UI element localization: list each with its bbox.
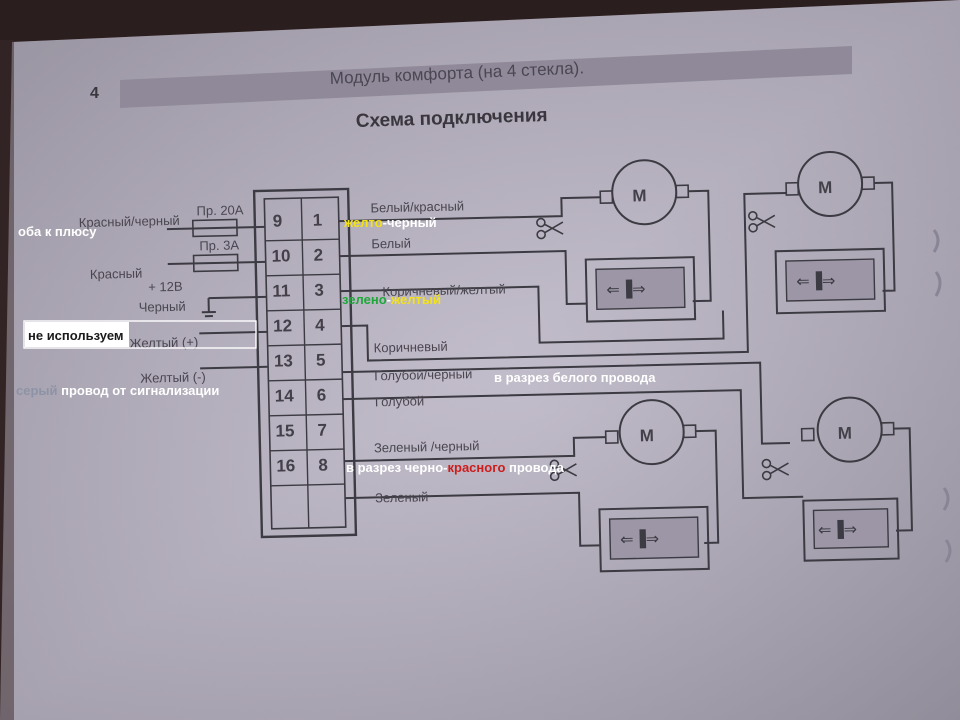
- note-both-plus: оба к плюсу: [18, 224, 97, 239]
- note-cut-suffix: провода: [505, 460, 564, 475]
- connector-rows: [265, 197, 345, 528]
- paper-left-edge: [0, 40, 14, 720]
- motor-rear-left-letter: M: [640, 426, 655, 445]
- wire-label-white-red: Белый/красный: [370, 198, 464, 215]
- pin-13: 13: [274, 351, 293, 370]
- scissors-icon: [747, 210, 776, 233]
- wire-label-white: Белый: [371, 236, 411, 252]
- note-grey-word: серый: [16, 383, 58, 398]
- header-band: [120, 46, 852, 108]
- pin-3: 3: [314, 281, 324, 300]
- wire-label-brown-yellow: Коричневый/желтый: [382, 281, 506, 299]
- note-yellow-word: желто: [343, 215, 383, 230]
- arrows-icon: ⇐▐⇒: [620, 528, 660, 549]
- motor-front-right-letter: M: [818, 178, 833, 197]
- pin-12: 12: [273, 316, 292, 335]
- wire-label-blue-black: Голубой/черный: [374, 366, 472, 383]
- page-number: 4: [90, 85, 99, 102]
- note-black-word: -черный: [383, 215, 437, 230]
- pin-8: 8: [318, 455, 328, 474]
- note-alarm-wire: серый провод от сигнализации: [16, 383, 219, 398]
- note-cut-dash: -: [443, 460, 447, 475]
- arrows-icon: ⇐▐⇒: [818, 518, 858, 539]
- pin-16: 16: [276, 456, 295, 475]
- note-unused: не используем: [28, 328, 124, 343]
- note-yellow2-word: желтый: [390, 292, 441, 307]
- connector-outer: [252, 187, 358, 539]
- scissors-icon: [549, 459, 578, 482]
- switch-front-right: [774, 247, 887, 315]
- pin-11: 11: [272, 281, 290, 300]
- left-input-labels: Пр. 20А Пр. 3А Красный/черный Красный + …: [79, 202, 244, 385]
- note-cut-prefix: в разрез черно: [346, 460, 443, 475]
- pin-1: 1: [313, 211, 323, 230]
- label-plus-12v: + 12В: [148, 279, 183, 295]
- note-green-yellow: зелено-желтый: [342, 292, 441, 307]
- motor-group-front-right: M ⇐▐⇒: [747, 151, 896, 315]
- pin-10: 10: [271, 246, 290, 265]
- wire-labels: Белый/красный Белый Коричневый/желтый Ко…: [370, 198, 506, 505]
- pin-4: 4: [315, 316, 325, 335]
- note-unused-bg: [25, 322, 129, 347]
- label-black: Черный: [139, 299, 186, 315]
- arrows-icon: ⇐▐⇒: [796, 270, 836, 291]
- note-yellow-black: желто-черный: [343, 215, 437, 230]
- fuse-3a-label: Пр. 3А: [199, 237, 239, 253]
- note-unused-box: [23, 320, 257, 349]
- pin-2: 2: [313, 246, 323, 265]
- fuse-20a: [191, 218, 238, 238]
- motor-front-left-letter: M: [632, 186, 647, 205]
- pin-9: 9: [273, 211, 283, 230]
- note-green-word: зелено: [342, 292, 387, 307]
- note-alarm-text: провод от сигнализации: [58, 383, 220, 398]
- note-cut-black-red: в разрез черно-красного провода: [346, 460, 565, 475]
- motor-group-front-left: M ⇐▐⇒: [536, 159, 712, 323]
- pin-7: 7: [317, 420, 327, 439]
- pin-numbers: 9 10 11 12 13 14 15 16 1 2 3 4 5 6 7 8: [271, 211, 328, 476]
- wire-label-green-black: Зеленый /черный: [374, 438, 480, 455]
- switch-front-left: [584, 256, 697, 323]
- motor-rear-right-letter: M: [838, 424, 853, 443]
- pin-15: 15: [275, 421, 294, 440]
- scissors-icon: [761, 458, 790, 481]
- pin-5: 5: [316, 351, 326, 370]
- label-yellow-minus: Желтый (-): [140, 369, 206, 385]
- wire-label-blue: Голубой: [375, 393, 425, 409]
- diagram-body: 9 10 11 12 13 14 15 16 1 2 3 4 5 6 7 8: [79, 151, 913, 573]
- annotations: оба к плюсу желто-черный зелено-желтый н…: [16, 215, 656, 475]
- label-red-black: Красный/черный: [79, 213, 180, 230]
- binder-rings: [932, 229, 952, 563]
- pin-14: 14: [275, 386, 295, 405]
- switch-rear-left: [598, 505, 710, 573]
- arrows-icon: ⇐▐⇒: [606, 278, 646, 299]
- wire-label-brown: Коричневый: [374, 339, 448, 356]
- note-dash: -: [387, 292, 391, 307]
- left-input-wires: [166, 218, 269, 370]
- switch-rear-right: [802, 497, 900, 562]
- motor-group-rear-left: M ⇐▐⇒: [549, 399, 720, 573]
- fuse-20a-label: Пр. 20А: [196, 202, 244, 218]
- scissors-icon: [536, 217, 564, 240]
- fuse-3a: [192, 253, 239, 273]
- pin-6: 6: [317, 386, 327, 405]
- note-cut-white: в разрез белого провода: [494, 370, 656, 385]
- label-red: Красный: [90, 266, 143, 282]
- note-red-word: красного: [448, 460, 506, 475]
- output-wires: [338, 192, 804, 547]
- label-yellow-plus: Желтый (+): [129, 334, 198, 351]
- motor-group-rear-right: M ⇐▐⇒: [761, 396, 913, 562]
- wire-label-green: Зеленый: [375, 489, 429, 505]
